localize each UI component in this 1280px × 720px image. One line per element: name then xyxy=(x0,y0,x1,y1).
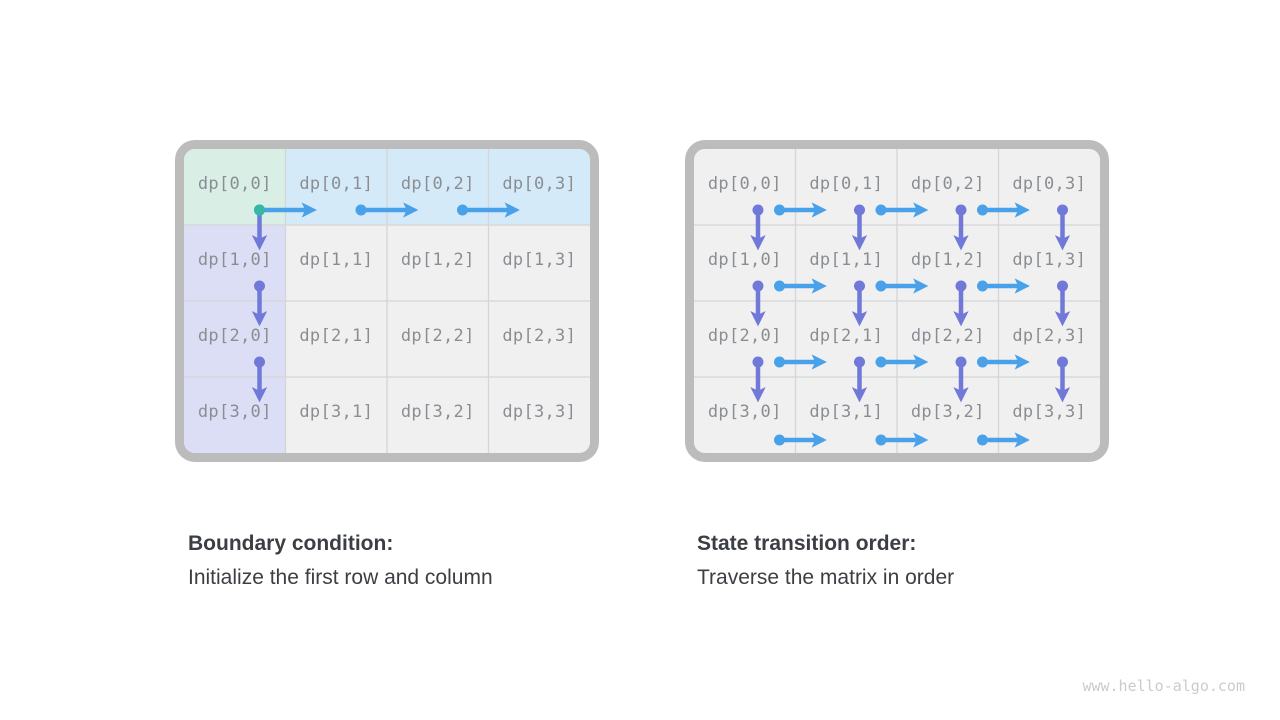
cell-label: dp[2,1] xyxy=(809,326,884,346)
cell-label: dp[2,2] xyxy=(400,326,475,346)
cell-label: dp[1,3] xyxy=(1012,250,1087,270)
boundary-caption-body: Initialize the first row and column xyxy=(188,566,493,589)
matrix-cell: dp[3,1] xyxy=(285,377,387,453)
cell-label: dp[2,3] xyxy=(502,326,577,346)
cell-label: dp[1,2] xyxy=(910,250,985,270)
cell-label: dp[2,0] xyxy=(197,326,272,346)
matrix-cell: dp[0,2] xyxy=(387,149,489,225)
matrix-cell: dp[1,0] xyxy=(184,225,286,301)
boundary-caption: Boundary condition: Initialize the first… xyxy=(188,527,668,595)
matrix-cell: dp[1,2] xyxy=(387,225,489,301)
matrix-cell: dp[2,1] xyxy=(795,301,897,377)
cell-label: dp[0,1] xyxy=(299,174,374,194)
matrix-cell: dp[2,2] xyxy=(387,301,489,377)
matrix-cell: dp[0,1] xyxy=(795,149,897,225)
matrix-cell: dp[0,2] xyxy=(897,149,999,225)
boundary-condition-matrix: dp[0,0] dp[0,1] dp[0,2] dp[0,3] dp[1,0] dp[1,… xyxy=(175,140,599,462)
matrix-cell: dp[3,1] xyxy=(795,377,897,453)
boundary-caption-title: Boundary condition: xyxy=(188,532,394,555)
cell-label: dp[3,3] xyxy=(502,402,577,422)
cell-label: dp[0,3] xyxy=(502,174,577,194)
cell-label: dp[1,1] xyxy=(299,250,374,270)
matrix-cell: dp[2,0] xyxy=(694,301,796,377)
matrix-cell: dp[3,0] xyxy=(184,377,286,453)
cell-label: dp[0,2] xyxy=(400,174,475,194)
matrix-cell: dp[0,1] xyxy=(285,149,387,225)
matrix-cell: dp[1,2] xyxy=(897,225,999,301)
cell-label: dp[1,1] xyxy=(809,250,884,270)
cell-label: dp[0,3] xyxy=(1012,174,1087,194)
transition-caption-title: State transition order: xyxy=(697,532,917,555)
matrix-cell: dp[3,2] xyxy=(897,377,999,453)
cell-label: dp[2,2] xyxy=(910,326,985,346)
cell-label: dp[3,3] xyxy=(1012,402,1087,422)
matrix-cell: dp[2,3] xyxy=(488,301,590,377)
cell-label: dp[2,0] xyxy=(707,326,782,346)
matrix-cell: dp[0,3] xyxy=(488,149,590,225)
cell-label: dp[3,2] xyxy=(910,402,985,422)
cell-label: dp[3,0] xyxy=(707,402,782,422)
cell-label: dp[1,2] xyxy=(400,250,475,270)
cell-label: dp[3,1] xyxy=(299,402,374,422)
matrix-cell: dp[0,3] xyxy=(998,149,1100,225)
dp-grid-right: dp[0,0] dp[0,1] dp[0,2] dp[0,3] dp[1,0] dp[1,… xyxy=(694,149,1100,453)
transition-caption: State transition order: Traverse the mat… xyxy=(697,527,1177,595)
matrix-cell: dp[0,0] xyxy=(694,149,796,225)
transition-caption-body: Traverse the matrix in order xyxy=(697,566,955,589)
matrix-cell: dp[0,0] xyxy=(184,149,286,225)
dp-grid-left: dp[0,0] dp[0,1] dp[0,2] dp[0,3] dp[1,0] dp[1,… xyxy=(184,149,590,453)
cell-label: dp[3,1] xyxy=(809,402,884,422)
matrix-cell: dp[2,3] xyxy=(998,301,1100,377)
cell-label: dp[2,3] xyxy=(1012,326,1087,346)
state-transition-matrix: dp[0,0] dp[0,1] dp[0,2] dp[0,3] dp[1,0] dp[1,… xyxy=(685,140,1109,462)
cell-label: dp[1,0] xyxy=(197,250,272,270)
cell-label: dp[3,2] xyxy=(400,402,475,422)
cell-label: dp[0,0] xyxy=(707,174,782,194)
cell-label: dp[3,0] xyxy=(197,402,272,422)
cell-label: dp[0,2] xyxy=(910,174,985,194)
matrix-cell: dp[1,1] xyxy=(285,225,387,301)
matrix-cell: dp[2,1] xyxy=(285,301,387,377)
matrix-cell: dp[3,3] xyxy=(998,377,1100,453)
matrix-cell: dp[1,3] xyxy=(488,225,590,301)
cell-label: dp[0,1] xyxy=(809,174,884,194)
cell-label: dp[1,3] xyxy=(502,250,577,270)
cell-label: dp[0,0] xyxy=(197,174,272,194)
watermark: www.hello-algo.com xyxy=(1082,677,1245,695)
matrix-cell: dp[3,2] xyxy=(387,377,489,453)
matrix-cell: dp[3,3] xyxy=(488,377,590,453)
matrix-cell: dp[1,1] xyxy=(795,225,897,301)
matrix-cell: dp[2,0] xyxy=(184,301,286,377)
cell-label: dp[1,0] xyxy=(707,250,782,270)
matrix-cell: dp[3,0] xyxy=(694,377,796,453)
matrix-cell: dp[2,2] xyxy=(897,301,999,377)
matrix-cell: dp[1,3] xyxy=(998,225,1100,301)
cell-label: dp[2,1] xyxy=(299,326,374,346)
matrix-cell: dp[1,0] xyxy=(694,225,796,301)
